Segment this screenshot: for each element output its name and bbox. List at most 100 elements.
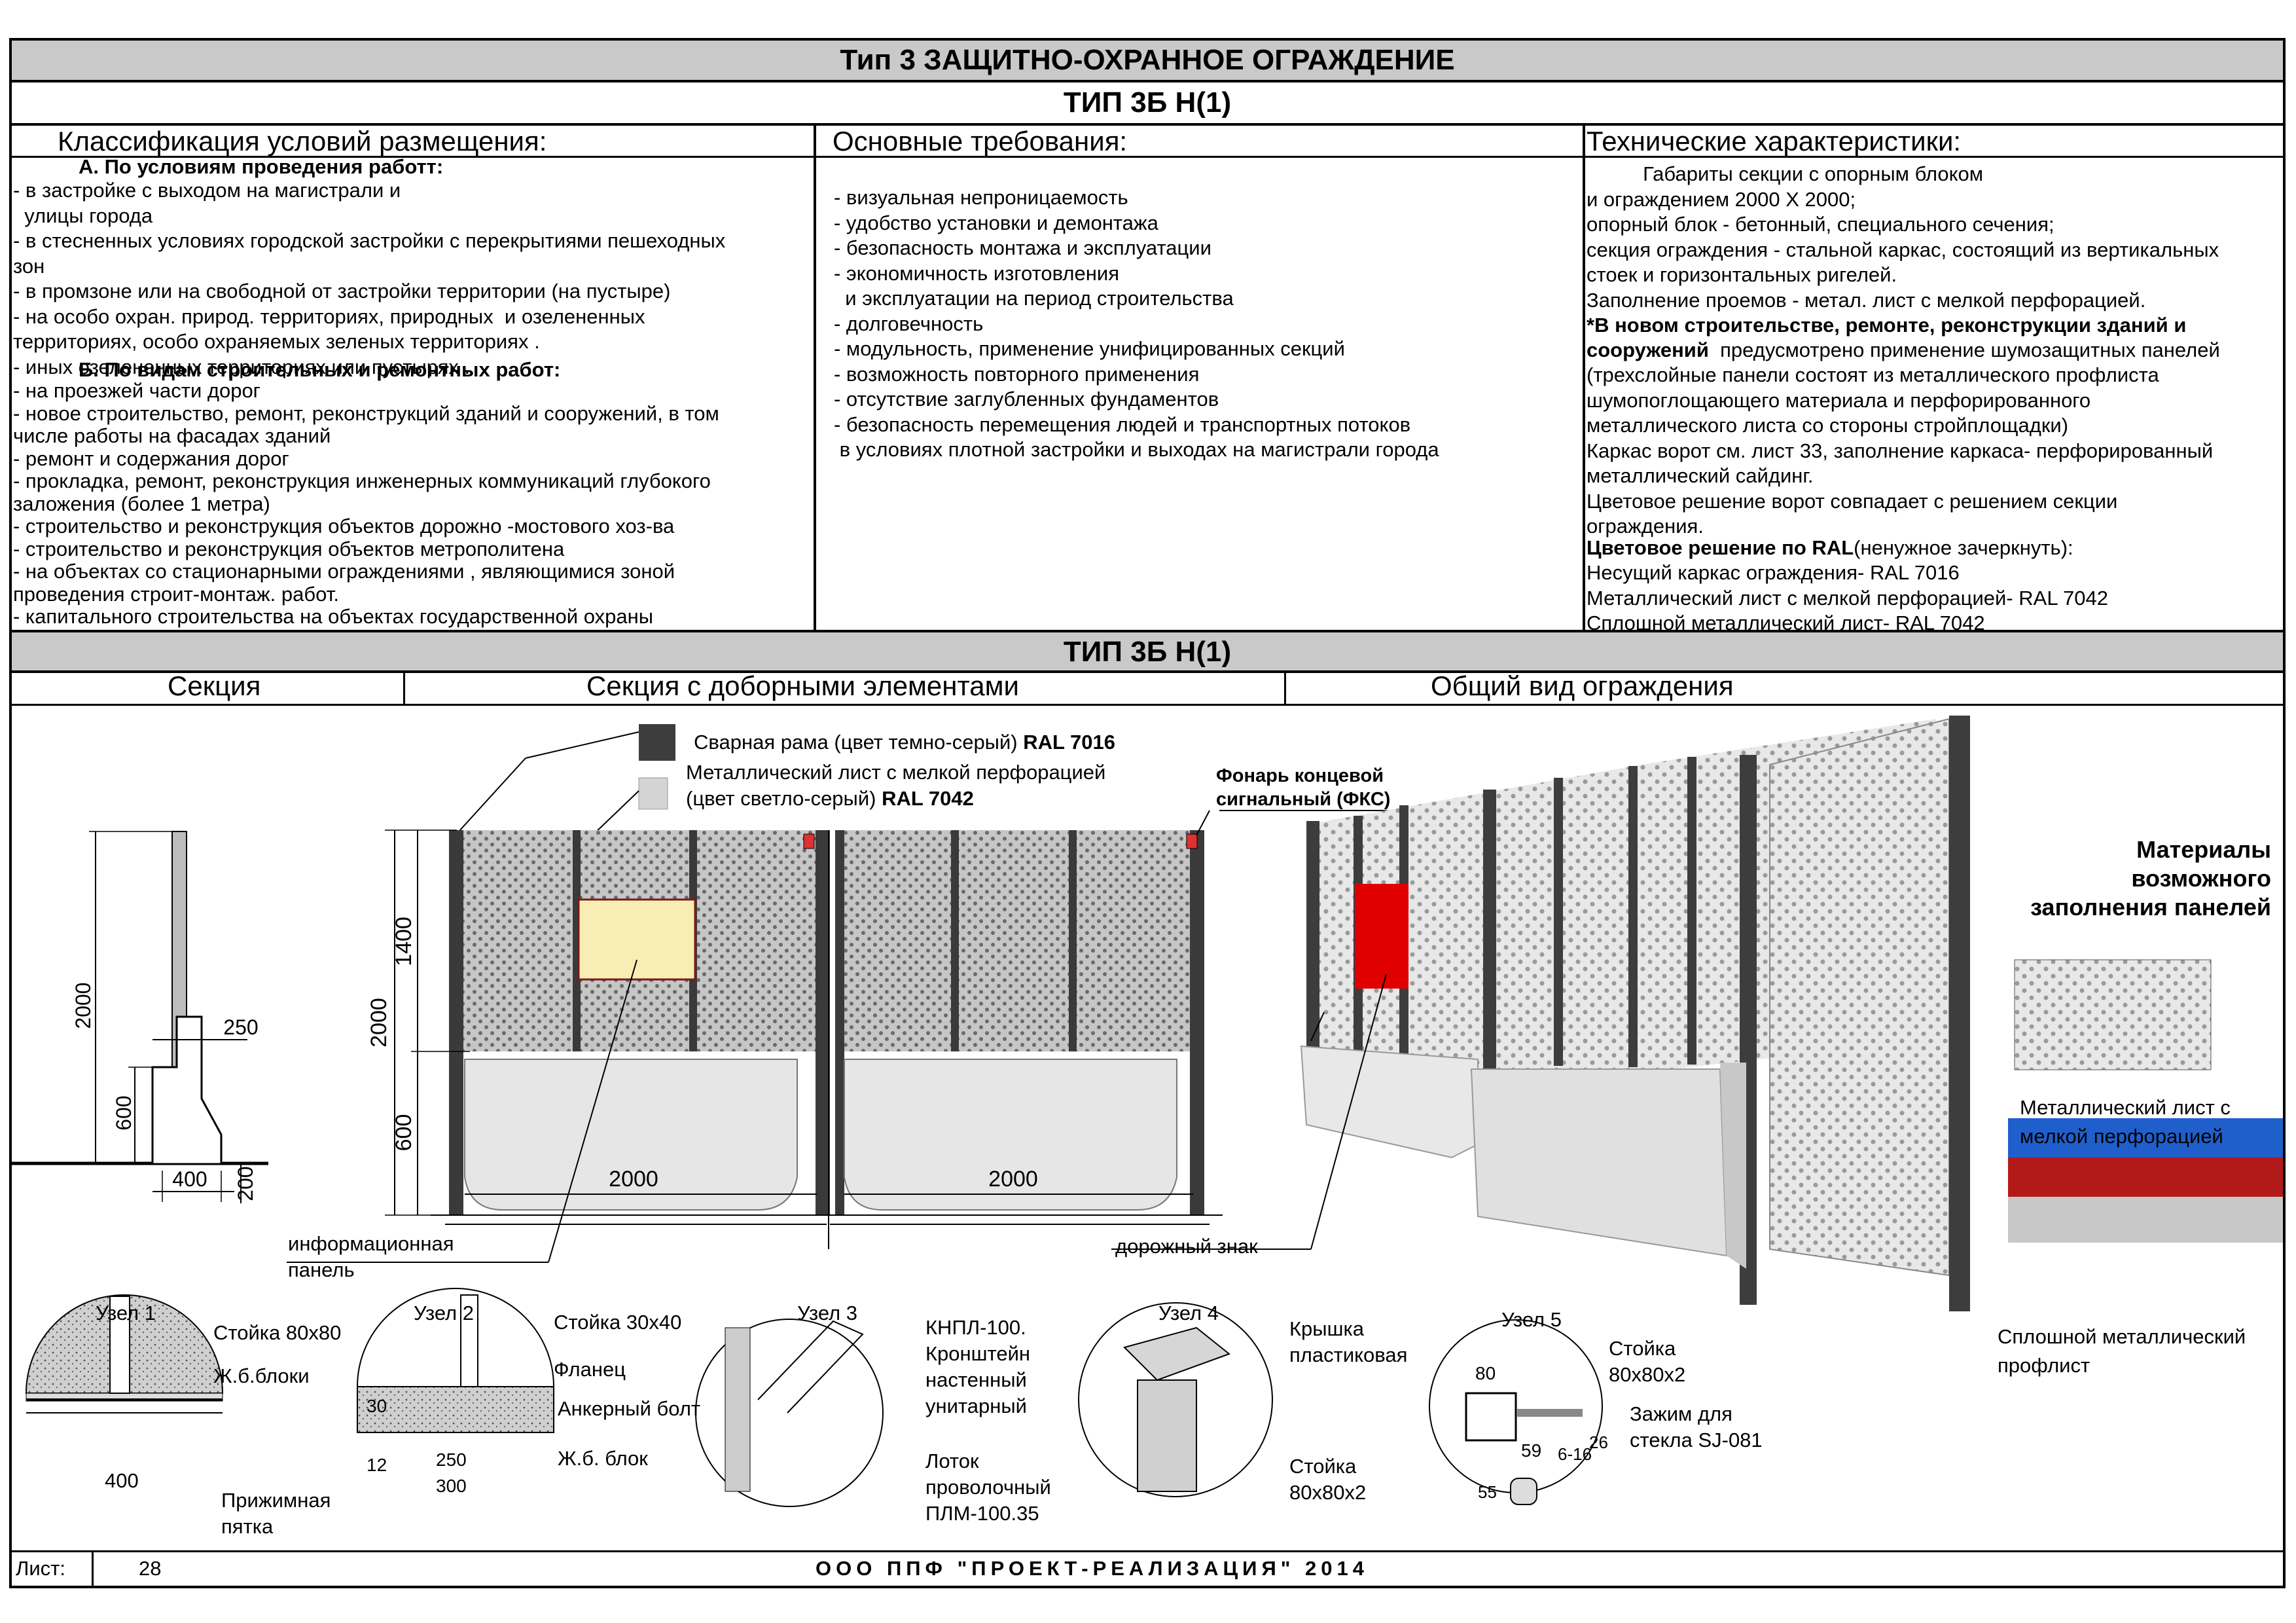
material-profile-image: [2008, 1118, 2283, 1243]
section-dim-depth: 200: [234, 1166, 257, 1201]
legend-swatch-frame: [639, 724, 675, 761]
panel-dim-lower: 600: [391, 1114, 416, 1152]
legend-frame-text: Сварная рама (цвет темно-серый) RAL 7016: [694, 731, 1115, 754]
drawing-band: ТИП 3Б Н(1): [12, 630, 2283, 673]
node-2-d: Ж.б. блок: [558, 1447, 648, 1470]
sheet-label: Лист:: [16, 1557, 65, 1580]
node-4: [1078, 1302, 1273, 1497]
technical-mid: (трехслойные панели состоят из металличе…: [1587, 363, 2214, 538]
panel-dim-width-2: 2000: [988, 1167, 1038, 1192]
legend-sheet-text-1: Металлический лист с мелкой перфорацией: [686, 761, 1105, 784]
sheet-number: 28: [139, 1557, 162, 1580]
node-2-dim2: 12: [367, 1455, 387, 1475]
technical-color-rest: (ненужное зачеркнуть):: [1854, 536, 2073, 559]
drawing-tabs: [12, 673, 2283, 706]
subtitle: ТИП 3Б Н(1): [1063, 86, 1232, 119]
material-perforated-image: [2014, 959, 2212, 1070]
section-a-title: А. По условиям проведения работт:: [79, 155, 444, 178]
node-2-dim3: 250: [436, 1450, 467, 1470]
lamp-label-2: сигнальный (ФКС): [1216, 789, 1390, 810]
technical-ral: Несущий каркас ограждения- RAL 7016 Мета…: [1587, 561, 2108, 634]
section-b-title: Б. По видам строительных и ремонтных раб…: [79, 358, 561, 381]
node-3: [695, 1319, 884, 1507]
requirements-list: - визуальная непроницаемость - удобство …: [834, 186, 1439, 461]
tab-section: Секция: [168, 670, 261, 701]
node-1-title: Узел 1: [96, 1302, 156, 1324]
legend-swatch-sheet: [638, 777, 668, 810]
node-1-c: Прижимная пятка: [221, 1489, 331, 1538]
node-5-d3: 6-16: [1558, 1444, 1592, 1464]
technical-color-line: Цветовое решение по RAL(ненужное зачеркн…: [1587, 536, 2073, 561]
node-4-b: Стойка 80х80х2: [1289, 1455, 1367, 1504]
technical-new-rest: предусмотрено применение шумозащитных па…: [1708, 338, 2220, 361]
technical-new-line: сооружений предусмотрено применение шумо…: [1587, 338, 2220, 363]
section-dim-height: 2000: [71, 982, 95, 1029]
section-dim-width: 250: [223, 1015, 258, 1039]
section-b-list: - на проезжей части дорог - новое строит…: [13, 379, 719, 628]
section-a-list: - в застройке с выходом на магистрали и …: [13, 179, 726, 378]
sheet-frame: [9, 38, 2286, 1588]
technical-new-bold-2: сооружений: [1587, 338, 1709, 361]
material-perforated-label: Металлический лист с мелкой перфорацией: [2020, 1096, 2231, 1148]
node-1-b: Ж.б.блоки: [213, 1364, 310, 1387]
technical-color-bold: Цветовое решение по RAL: [1587, 536, 1854, 559]
node-5-d1: 80: [1475, 1363, 1496, 1383]
technical-new-bold: *В новом строительстве, ремонте, реконст…: [1587, 314, 2187, 337]
tab-general-view: Общий вид ограждения: [1431, 670, 1734, 701]
panel-dim-total: 2000: [367, 998, 391, 1048]
section-dim-block: 600: [112, 1095, 135, 1130]
drawing-area: 2000 600 250 400 200 Сварная рама (цвет …: [12, 716, 2283, 1507]
col-divider-1: [814, 126, 816, 631]
node-4-a: Крышка пластиковая: [1289, 1317, 1408, 1366]
technical-heading: Технические характеристики:: [1587, 126, 1962, 156]
node-3-title: Узел 3: [797, 1302, 857, 1324]
node-3-b: Лоток проволочный ПЛМ-100.35: [925, 1450, 1051, 1525]
node-2-c: Анкерный болт: [558, 1397, 701, 1420]
tab-section-extra: Секция с доборными элементами: [586, 670, 1019, 701]
node-5-d4: 26: [1589, 1432, 1608, 1452]
section-side-view: 2000 600 250 400 200: [12, 831, 268, 1203]
node-2-dim4: 300: [436, 1476, 467, 1496]
materials-title: Материалы возможного заполнения панелей: [2030, 836, 2271, 921]
node-2-b: Фланец: [554, 1358, 626, 1381]
section-dim-base: 400: [172, 1167, 207, 1191]
drawing-band-title: ТИП 3Б Н(1): [1063, 636, 1232, 668]
node-2: [356, 1288, 555, 1433]
node-5-b: Зажим для стекла SJ-081: [1630, 1402, 1763, 1451]
page-title: Тип 3 ЗАЩИТНО-ОХРАННОЕ ОГРАЖДЕНИЕ: [840, 44, 1455, 76]
node-3-a: КНПЛ-100. Кронштейн настенный унитарный: [925, 1316, 1031, 1417]
material-profile-label: Сплошной металлический профлист: [1998, 1325, 2246, 1377]
node-1-a: Стойка 80х80: [213, 1321, 342, 1344]
legend-sheet-text-2: (цвет светло-серый) RAL 7042: [686, 787, 974, 810]
node-5-a: Стойка 80х80х2: [1609, 1337, 1686, 1386]
node-2-dim1: 30: [367, 1396, 387, 1416]
node-2-a: Стойка 30х40: [554, 1311, 682, 1334]
lamp-label-1: Фонарь концевой: [1216, 765, 1384, 786]
info-panel-label: информационная панель: [288, 1232, 454, 1281]
road-sign-label: дорожный знак: [1115, 1235, 1258, 1258]
colhead-divider: [12, 156, 2283, 158]
section-front-elevation: 2000 1400 600 2000 2000: [287, 830, 1223, 1263]
footer-top-line: [12, 1550, 2283, 1552]
node-5: [1429, 1319, 1603, 1505]
panel-dim-upper: 1400: [391, 917, 416, 966]
node-1: [25, 1294, 224, 1413]
tab-divider-2: [1284, 673, 1286, 706]
requirements-heading: Основные требования:: [833, 126, 1128, 156]
general-view-3d: [1300, 716, 1970, 1311]
footer-divider: [92, 1552, 94, 1586]
title-band: Тип 3 ЗАЩИТНО-ОХРАННОЕ ОГРАЖДЕНИЕ: [12, 41, 2283, 82]
node-5-d5: 55: [1478, 1482, 1497, 1502]
subtitle-row: ТИП 3Б Н(1): [12, 82, 2283, 126]
node-2-title: Узел 2: [414, 1302, 474, 1324]
node-1-dim: 400: [105, 1469, 139, 1492]
technical-intro: Габариты секции с опорным блоком и ограж…: [1587, 162, 2219, 312]
company-label: ООО ППФ "ПРОЕКТ-РЕАЛИЗАЦИЯ" 2014: [816, 1557, 1369, 1580]
classification-heading: Классификация условий размещения:: [58, 126, 547, 156]
node-5-title: Узел 5: [1501, 1308, 1562, 1331]
node-4-title: Узел 4: [1158, 1302, 1219, 1324]
node-5-d2: 59: [1521, 1440, 1542, 1461]
panel-dim-width-1: 2000: [609, 1167, 658, 1192]
col-divider-2: [1583, 126, 1585, 631]
tab-divider-1: [403, 673, 405, 706]
